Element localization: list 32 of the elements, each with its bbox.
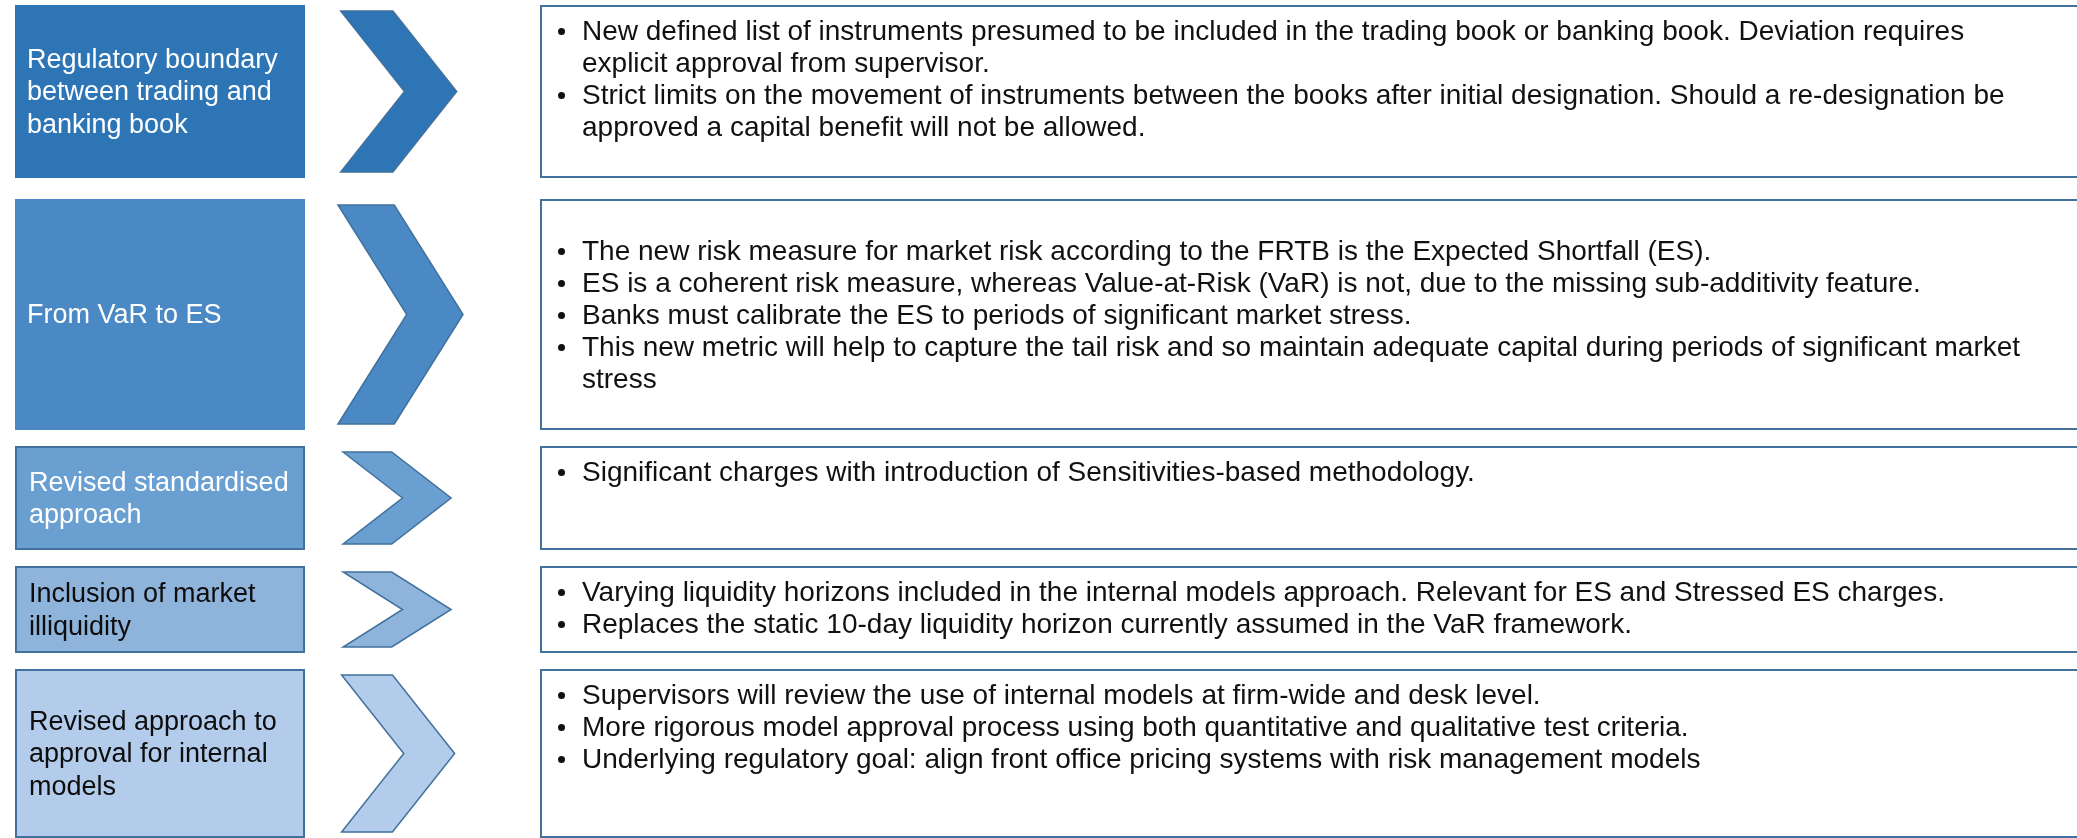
description-box bbox=[540, 5, 2077, 178]
category-box bbox=[15, 446, 305, 550]
chevron-arrow bbox=[340, 571, 453, 648]
category-title: Revised approach to approval for internal models bbox=[29, 704, 278, 803]
bullet-text: Banks must calibrate the ES to periods of significant market stress. bbox=[582, 298, 1412, 330]
description-box bbox=[540, 669, 2077, 838]
bullet-text: The new risk measure for market risk according to the FRTB is the Expected Shortfall (ES). bbox=[582, 235, 1712, 266]
category-title: From VaR to ES bbox=[27, 298, 222, 331]
category-box bbox=[15, 566, 305, 653]
bullet-text: Supervisors will review the use of internal models at firm-wide and desk level. bbox=[582, 679, 1541, 710]
bullet-text: Underlying regulatory goal: align front office pricing systems with risk management models bbox=[582, 742, 1701, 774]
chevron-arrow bbox=[336, 204, 464, 425]
description-box bbox=[540, 446, 2077, 550]
bullet-text: This new metric will help to capture the tail risk and so maintain adequate capital during periods of significant market stress bbox=[582, 330, 2021, 394]
bullet-text: Varying liquidity horizons included in the internal models approach. Relevant for ES and Stressed ES charges. bbox=[582, 576, 1945, 607]
category-title: Regulatory boundary between trading and banking book bbox=[27, 42, 279, 141]
description-box bbox=[540, 566, 2077, 653]
bullet-text: Replaces the static 10-day liquidity horizon currently assumed in the VaR framework. bbox=[582, 607, 1632, 639]
bullet-text: ES is a coherent risk measure, whereas Value-at-Risk (VaR) is not, due to the missing sub-additivity feature. bbox=[582, 266, 1921, 298]
chevron-arrow bbox=[340, 451, 453, 545]
bullet-text: More rigorous model approval process using both quantitative and qualitative test criteria. bbox=[582, 710, 1689, 742]
bullet-text: Strict limits on the movement of instruments between the books after initial designation. Should a re-designation be approved a capital benefit will not be allowed. bbox=[582, 78, 2005, 142]
bullet-text: New defined list of instruments presumed to be included in the trading book or banking book. Deviation requires explicit approval from supervisor. bbox=[582, 15, 1965, 78]
chevron-arrow bbox=[340, 674, 456, 833]
category-box bbox=[15, 199, 305, 430]
chevron-arrow bbox=[339, 10, 458, 173]
category-box bbox=[15, 5, 305, 178]
category-title: Inclusion of market illiquidity bbox=[29, 577, 257, 642]
bullet-text: Significant charges with introduction of Sensitivities-based methodology. bbox=[582, 456, 1475, 487]
description-box bbox=[540, 199, 2077, 430]
category-title: Revised standardised approach bbox=[29, 465, 290, 531]
category-box bbox=[15, 669, 305, 838]
